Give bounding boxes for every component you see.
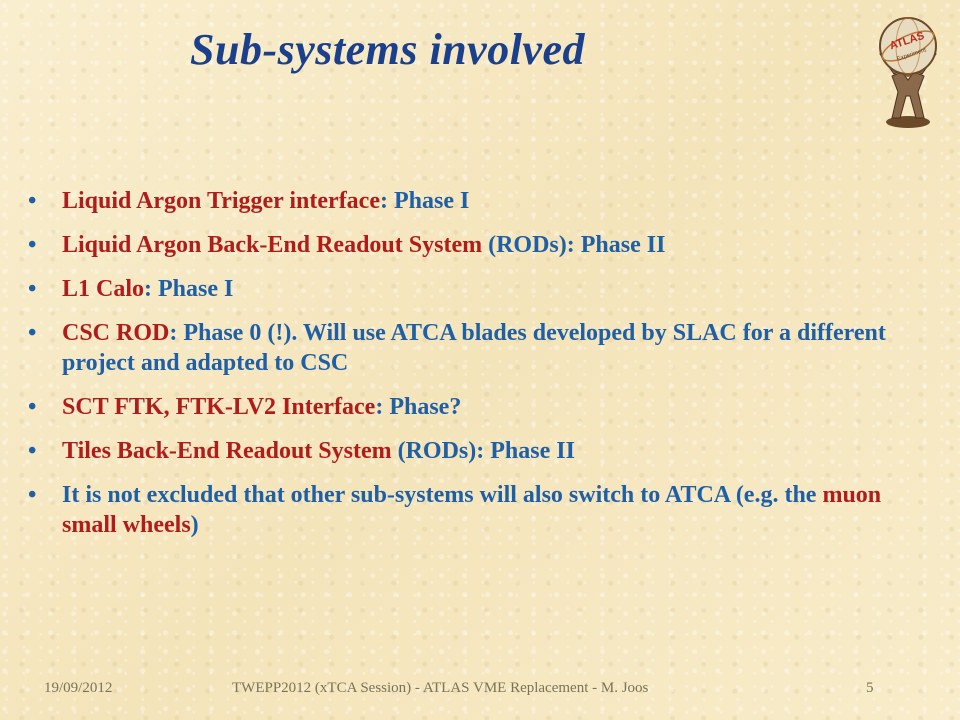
bullet-item: Liquid Argon Back-End Readout System (RO…: [24, 230, 924, 260]
slide-title: Sub-systems involved: [190, 25, 585, 74]
bullet-detail-end: ): [190, 512, 199, 538]
bullet-detail: : Phase 0 (!). Will use ATCA blades deve…: [62, 320, 886, 376]
footer-center: TWEPP2012 (xTCA Session) - ATLAS VME Rep…: [232, 680, 649, 696]
bullet-item: Tiles Back-End Readout System (RODs): Ph…: [24, 436, 924, 466]
bullet-subject: muon small wheels: [62, 482, 882, 538]
bullet-subject: CSC ROD: [62, 320, 170, 346]
atlas-experiment-logo-icon: ATLAS Experiment: [879, 17, 937, 128]
footer-date: 19/09/2012: [44, 680, 113, 696]
footer-page-number: 5: [866, 680, 874, 696]
bullet-item: Liquid Argon Trigger interface: Phase I: [24, 186, 924, 216]
bullet-subject: SCT FTK, FTK-LV2 Interface: [62, 394, 376, 420]
bullet-detail: (RODs): Phase II: [482, 232, 666, 258]
bullet-item: CSC ROD: Phase 0 (!). Will use ATCA blad…: [24, 318, 924, 378]
bullet-subject: L1 Calo: [62, 276, 145, 302]
bullet-detail: : Phase I: [144, 276, 234, 302]
bullet-subject: Liquid Argon Trigger interface: [62, 188, 380, 214]
bullet-detail: : Phase I: [380, 188, 470, 214]
bullet-detail: (RODs): Phase II: [391, 438, 575, 464]
bullet-detail: It is not excluded that other sub-system…: [62, 482, 823, 508]
bullet-subject: Liquid Argon Back-End Readout System: [62, 232, 483, 258]
bullet-item: SCT FTK, FTK-LV2 Interface: Phase?: [24, 392, 924, 422]
bullet-list: Liquid Argon Trigger interface: Phase I …: [24, 186, 924, 554]
bullet-subject: Tiles Back-End Readout System: [62, 438, 392, 464]
bullet-detail: : Phase?: [375, 394, 462, 420]
bullet-item: It is not excluded that other sub-system…: [24, 480, 924, 540]
bullet-item: L1 Calo: Phase I: [24, 274, 924, 304]
